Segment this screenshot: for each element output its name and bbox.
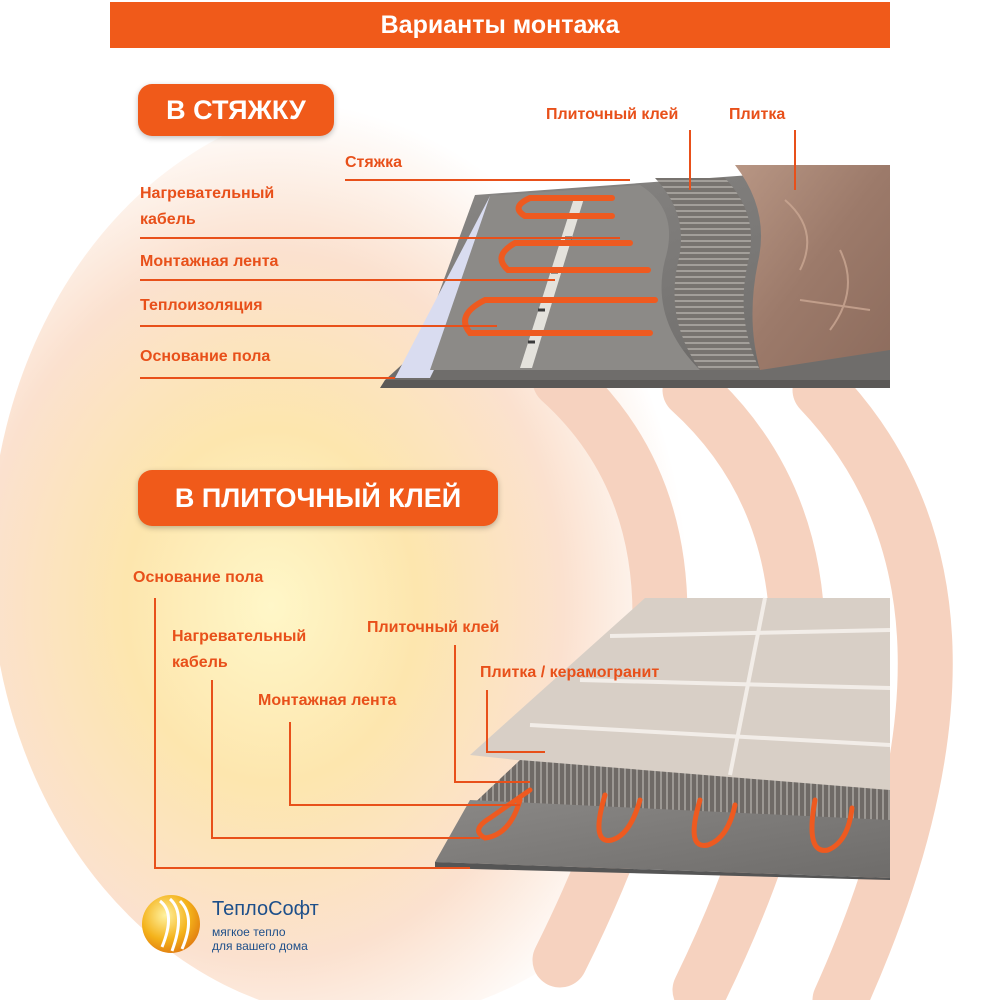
label-mounting-tape: Монтажная лента [140, 253, 279, 270]
label-tile-adhesive: Плиточный клей [546, 106, 679, 123]
label-heating-cable-2-line1: Нагревательный [172, 628, 307, 645]
leader-lines-2 [154, 598, 545, 869]
brand-tagline-line1: мягкое тепло [212, 925, 286, 939]
brand-tagline-line2: для вашего дома [212, 939, 308, 953]
heating-cable-loops [462, 195, 658, 336]
section-title-tile-adhesive: В ПЛИТОЧНЫЙ КЛЕЙ [138, 470, 498, 526]
leader-lines-1 [140, 130, 796, 379]
label-tile-adhesive-2: Плиточный клей [367, 619, 500, 636]
label-heating-cable-line2: кабель [140, 211, 196, 228]
label-tile-2: Плитка / керамогранит [480, 664, 660, 681]
section-title-screed: В СТЯЖКУ [138, 84, 334, 136]
screed-layer [430, 185, 700, 370]
tile-layer [735, 165, 890, 370]
heating-cable-loops-2 [476, 787, 855, 853]
label-heating-cable-2-line2: кабель [172, 654, 228, 671]
label-heating-cable-2: Нагревательный кабель [172, 626, 306, 674]
label-heating-cable-line1: Нагревательный [140, 185, 275, 202]
section-title-text-2: В ПЛИТОЧНЫЙ КЛЕЙ [174, 482, 462, 513]
label-heating-cable: Нагревательный кабель [140, 183, 274, 231]
brand-tagline: мягкое тепло для вашего дома [212, 925, 372, 953]
header-banner: Варианты монтажа [110, 2, 890, 48]
screed-diagram [380, 165, 890, 388]
label-insulation: Теплоизоляция [140, 297, 263, 314]
floor-base-front [435, 862, 890, 880]
label-floor-base: Основание пола [140, 348, 271, 365]
section-title-text: В СТЯЖКУ [166, 94, 306, 125]
label-tile: Плитка [729, 106, 786, 123]
slab-front-edge [380, 380, 890, 388]
label-screed: Стяжка [345, 154, 402, 171]
label-floor-base-2: Основание пола [133, 569, 264, 586]
label-mounting-tape-2: Монтажная лента [258, 692, 397, 709]
tile-adhesive-layer [655, 178, 760, 370]
brand-name: ТеплоСофт [212, 898, 319, 920]
tile-adhesive-diagram [435, 597, 891, 880]
header-title: Варианты монтажа [380, 10, 620, 39]
floor-base-slab [435, 800, 890, 878]
tile-surface [470, 598, 890, 800]
teplosoft-logo [142, 895, 200, 953]
